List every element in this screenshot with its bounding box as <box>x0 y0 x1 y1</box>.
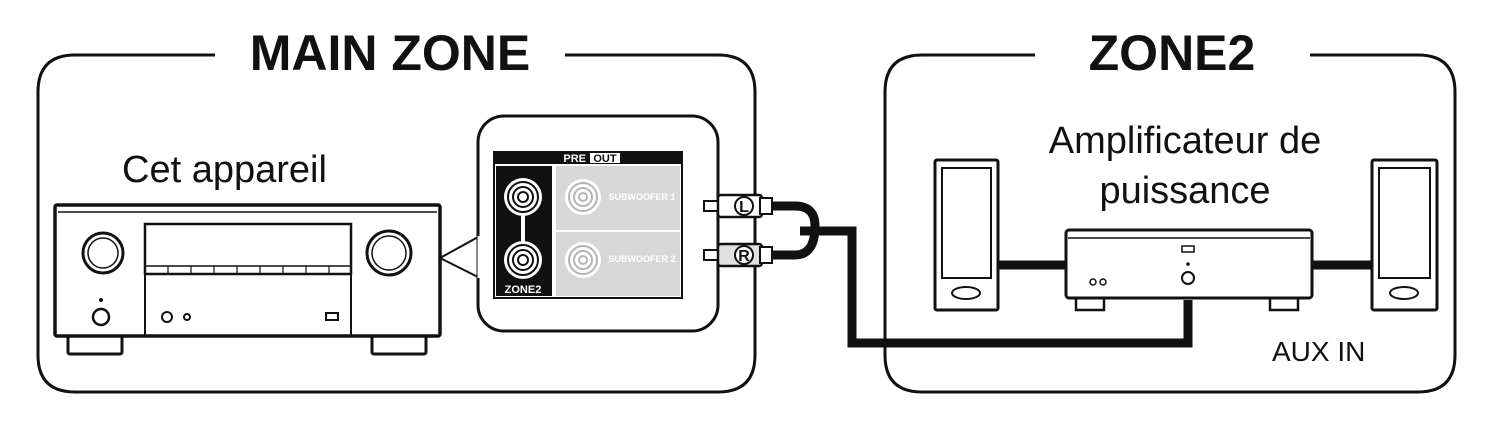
panel-subwoofer2-label: SUBWOOFER 2 <box>608 254 675 264</box>
rca-cable <box>770 201 1193 348</box>
left-plug-label: L <box>739 199 749 216</box>
rear-panel-inset: PRE OUT ZONE2 SUBWOOFER 1 SUBWOOFER 2 <box>476 114 720 333</box>
rca-plug-icon: L <box>703 193 773 219</box>
rca-jack-icon <box>565 179 601 215</box>
rca-jack-icon <box>565 242 601 278</box>
speaker-icon <box>1370 158 1439 312</box>
power-amplifier-icon <box>1064 228 1314 312</box>
amplifier-label-line2: puissance <box>1099 170 1270 212</box>
main-zone-frame <box>36 53 757 394</box>
device-label: Cet appareil <box>122 149 327 191</box>
right-plug-label: R <box>738 248 750 265</box>
rca-jack-icon <box>504 178 542 216</box>
panel-header-pre: PRE <box>563 153 586 165</box>
rca-plug-icon: R <box>703 242 773 268</box>
callout-pointer <box>437 234 481 280</box>
zone2-title: ZONE2 <box>1089 25 1256 81</box>
aux-in-label: AUX IN <box>1272 336 1365 367</box>
speaker-icon <box>933 158 1000 312</box>
panel-zone2-label: ZONE2 <box>505 284 542 296</box>
rca-jack-icon <box>504 241 542 279</box>
av-receiver-icon <box>53 203 442 356</box>
zone2-frame <box>883 53 1457 394</box>
panel-subwoofer1-label: SUBWOOFER 1 <box>608 192 675 202</box>
panel-header-out: OUT <box>593 153 617 165</box>
main-zone-title: MAIN ZONE <box>250 25 531 81</box>
amplifier-label-line1: Amplificateur de <box>1049 120 1321 162</box>
